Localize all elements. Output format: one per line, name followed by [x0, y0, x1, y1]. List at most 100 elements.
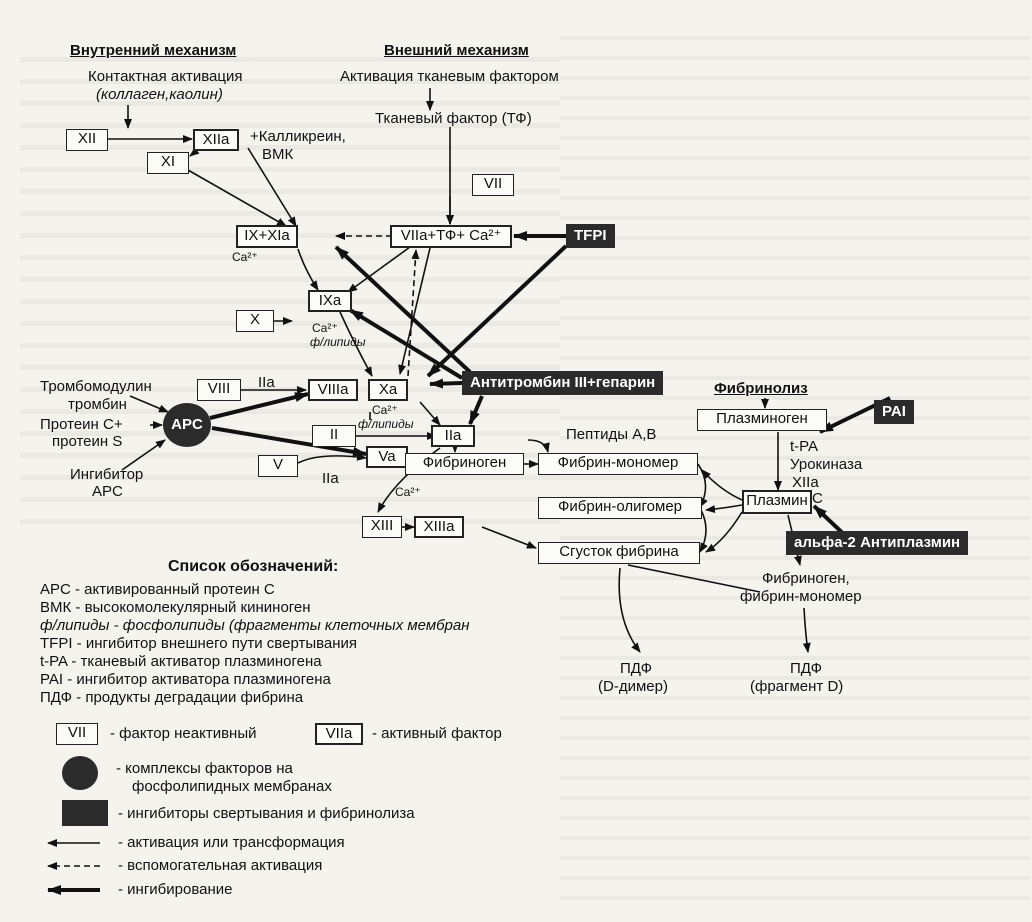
legend-item: APC - активированный протеин С [40, 581, 275, 598]
arrow-fm-pdf [802, 607, 811, 653]
inhibitor-alpha2-antiplasmin: альфа-2 Антиплазмин [786, 531, 969, 555]
inhibitor-tfpi: TFPI [566, 224, 615, 248]
box-fibrin-monomer: Фибрин-мономер [538, 453, 698, 475]
legend-item: ВМК - высокомолекулярный кининоген [40, 599, 311, 616]
arrow-clot-pdf [618, 567, 641, 653]
legend-aux-text: - вспомогательная активация [118, 857, 323, 874]
label-fdp-1: ПДФ [620, 660, 653, 677]
label-ca-2: Ca²⁺ [312, 321, 338, 335]
arrow-v-va [297, 452, 367, 464]
legend-circle-text-1: - комплексы факторов на [116, 760, 293, 777]
label-phospholipids-1: ф/липиды [310, 335, 366, 349]
label-apc: APC [92, 483, 123, 500]
box-vii: VII [472, 174, 514, 196]
inhib-tfpi-xa [426, 244, 568, 378]
legend-activation-text: - активация или трансформация [118, 834, 345, 851]
label-hmk: ВМК [262, 146, 294, 163]
box-plasminogen: Плазминоген [697, 409, 827, 431]
inhib-apc-viiia [209, 392, 309, 420]
label-ca-1: Ca²⁺ [232, 250, 258, 264]
label-iia-2: IIa [322, 470, 339, 487]
legend-inactive-text: - фактор неактивный [110, 725, 257, 742]
label-fragment-d: (фрагмент D) [750, 678, 844, 695]
legend-active-text: - активный фактор [372, 725, 502, 742]
legend-inhibitor-text: - ингибиторы свертывания и фибринолиза [118, 805, 415, 822]
label-contact-activators: (коллаген,каолин) [96, 86, 223, 103]
arrow-plasmin-oligomer [705, 504, 743, 514]
label-xiia: XIIa [792, 474, 819, 491]
arrow-dashed-xa-viia [407, 249, 420, 377]
header-intrinsic: Внутренний механизм [70, 42, 237, 59]
arrow-xiiia-clot [481, 526, 537, 549]
arrow-ixa-xa [339, 311, 373, 377]
arrow-plasmin-monomer [701, 469, 743, 501]
header-fibrinolysis: Фибринолиз [714, 380, 808, 397]
label-ca-4: Ca²⁺ [395, 485, 421, 499]
apc-complex: APC [163, 403, 211, 447]
arrow-ix-ixa [297, 248, 319, 291]
label-iia-1: IIa [258, 374, 275, 391]
inhib-at-ix [334, 245, 472, 374]
arrow-inhibitor-apc [121, 439, 166, 471]
label-urokinase: Урокиназа [790, 456, 863, 473]
header-extrinsic: Внешний механизм [384, 42, 529, 59]
box-xi: XI [147, 152, 189, 174]
box-x: X [236, 310, 274, 332]
box-ixa: IXa [308, 290, 352, 312]
legend-inactive-box: VII [56, 723, 98, 745]
arrow-xa-iia [419, 401, 441, 426]
box-viia-tf-ca: VIIa+ТФ+ Ca²⁺ [390, 225, 512, 248]
arrow-thrombin-apc [129, 395, 169, 413]
label-ca-3: Ca²⁺ [372, 403, 398, 417]
box-v: V [258, 455, 298, 477]
inhib-at-ixa [348, 308, 464, 380]
box-xiiia: XIIIa [414, 516, 464, 538]
arrow-peptides [527, 439, 550, 453]
box-ix-xia: IX+XIa [236, 225, 298, 248]
box-xii: XII [66, 129, 108, 151]
arrow-fibrinogen-split [627, 564, 761, 593]
label-thrombomodulin: Тромбомодулин [40, 378, 152, 395]
legend-item: PAI - ингибитор активатора плазминогена [40, 671, 331, 688]
box-viii: VIII [197, 379, 241, 401]
inhib-at-iia [468, 395, 484, 425]
box-plasmin: Плазмин [742, 490, 812, 514]
label-tf-activation: Активация тканевым фактором [340, 68, 559, 85]
inhib-apc-va [211, 426, 367, 457]
label-protein-c: Протеин С+ [40, 416, 123, 433]
label-phospholipids-2: ф/липиды [358, 417, 414, 431]
label-inhibitor: Ингибитор [70, 466, 144, 483]
label-fibrinogen-monomer-1: Фибриноген, [762, 570, 850, 587]
inhibitor-antithrombin: Антитромбин III+гепарин [462, 371, 664, 395]
inhib-at-xa [429, 378, 463, 389]
legend-circle-text-2: фосфолипидных мембранах [132, 778, 332, 795]
box-xa: Xa [368, 379, 408, 401]
box-fibrin-clot: Сгусток фибрина [538, 542, 700, 564]
legend-item: TFPI - ингибитор внешнего пути свертыван… [40, 635, 358, 652]
legend-active-box: VIIa [315, 723, 363, 745]
arrow-viia-ixa [347, 246, 411, 293]
arrow-kalli [247, 147, 297, 227]
box-fibrinogen: Фибриноген [405, 453, 524, 475]
box-xiia: XIIa [193, 129, 239, 151]
label-contact-activation: Контактная активация [88, 68, 243, 85]
legend-complex-circle [62, 756, 98, 790]
label-fibrinogen-monomer-2: фибрин-мономер [740, 588, 862, 605]
label-protein-s: протеин S [52, 433, 123, 450]
legend-inhibitor-swatch [62, 800, 108, 826]
legend-title: Список обозначений: [168, 558, 339, 575]
legend-item: t-PA - тканевый активатор плазминогена [40, 653, 322, 670]
label-thrombin: тромбин [68, 396, 127, 413]
inhibitor-pai: PAI [874, 400, 914, 424]
label-fdp-2: ПДФ [790, 660, 823, 677]
label-tissue-factor: Тканевый фактор (ТФ) [375, 110, 532, 127]
arrow-viia-xa [398, 247, 431, 375]
legend-item: ПДФ - продукты деградации фибрина [40, 689, 304, 706]
arrow-xi-ix [187, 169, 287, 227]
box-ii: II [312, 425, 356, 447]
box-xiii: XIII [362, 516, 402, 538]
label-kallikrein: +Калликреин, [250, 128, 346, 145]
label-d-dimer: (D-димер) [598, 678, 668, 695]
arrow-plasmin-clot [705, 511, 743, 553]
